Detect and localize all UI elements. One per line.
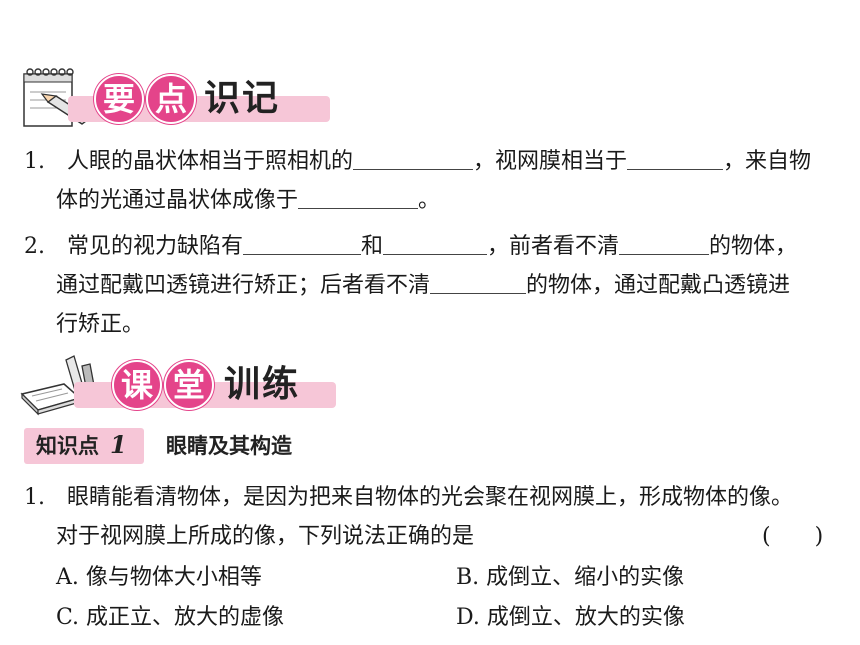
- knowledge-point-number: 1: [110, 430, 127, 459]
- point-2-line-2: 通过配戴凹透镜进行矫正；后者看不清的物体，通过配戴凸透镜进: [56, 271, 791, 298]
- knowledge-point-tag: [24, 428, 144, 464]
- answer-paren[interactable]: ( ): [762, 524, 824, 549]
- header-title: 识记: [204, 78, 281, 119]
- question-number: 1.: [24, 485, 45, 510]
- header-title: 训练: [224, 364, 301, 405]
- header-char-circle: 要: [94, 74, 144, 124]
- point-number: 1.: [24, 149, 45, 174]
- point-1-line-1: 1. 人眼的晶状体相当于照相机的，视网膜相当于，来自物: [24, 147, 812, 174]
- answer-blank[interactable]: [298, 186, 419, 209]
- answer-blank[interactable]: [383, 232, 488, 255]
- header-char-circle: 课: [112, 360, 162, 410]
- answer-blank[interactable]: [243, 232, 362, 255]
- answer-blank[interactable]: [627, 147, 724, 170]
- notepad-pencil-icon: [23, 68, 92, 127]
- knowledge-point-title: 眼睛及其构造: [166, 434, 292, 458]
- point-2-line-3: 行矫正。: [56, 312, 145, 337]
- answer-blank[interactable]: [619, 232, 710, 255]
- knowledge-point-label: 知识点: [36, 434, 99, 458]
- header-char-circle: 点: [146, 74, 196, 124]
- point-number: 2.: [24, 234, 45, 259]
- answer-blank[interactable]: [430, 271, 527, 294]
- option-a[interactable]: A. 像与物体大小相等: [56, 565, 262, 590]
- answer-blank[interactable]: [353, 147, 474, 170]
- point-2-line-1: 2. 常见的视力缺陷有和，前者看不清的物体，: [24, 232, 798, 259]
- point-1-line-2: 体的光通过晶状体成像于。: [56, 186, 441, 213]
- option-b[interactable]: B. 成倒立、缩小的实像: [456, 565, 685, 590]
- section-header-class-training: 课 堂 训练: [18, 350, 336, 420]
- header-char-circle: 堂: [164, 360, 214, 410]
- question-1-line-2: 对于视网膜上所成的像，下列说法正确的是: [56, 524, 475, 549]
- option-c[interactable]: C. 成正立、放大的虚像: [56, 605, 285, 630]
- option-d[interactable]: D. 成倒立、放大的实像: [456, 605, 685, 630]
- question-1-line-1: 1. 眼睛能看清物体，是因为把来自物体的光会聚在视网膜上，形成物体的像。: [24, 485, 794, 510]
- section-header-key-points: 要 点 识记: [18, 64, 330, 134]
